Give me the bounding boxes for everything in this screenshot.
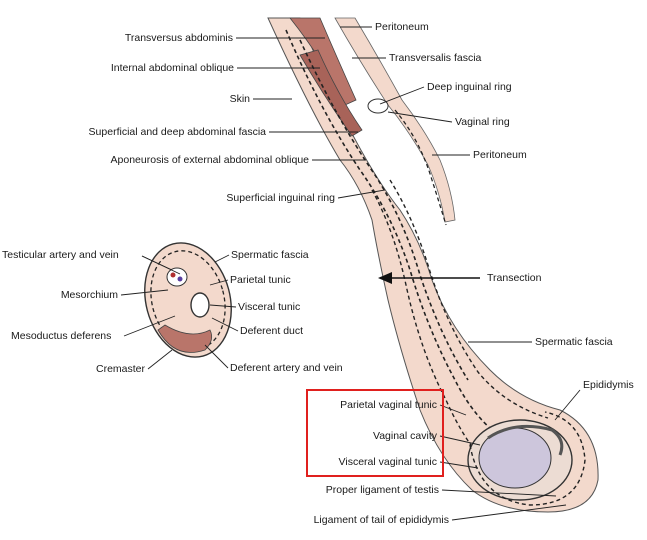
label-transversus-abdominis: Transversus abdominis	[124, 32, 233, 44]
label-proper-ligament-testis: Proper ligament of testis	[325, 484, 439, 496]
label-superficial-deep-fascia: Superficial and deep abdominal fascia	[88, 126, 266, 138]
label-transection: Transection	[487, 272, 542, 284]
cord-line-right	[389, 179, 549, 419]
peritoneum-dash	[394, 109, 447, 226]
parietal-line-outer	[285, 29, 506, 441]
label-aponeurosis-external-oblique: Aponeurosis of external abdominal obliqu…	[110, 154, 309, 166]
label-superficial-inguinal-ring: Superficial inguinal ring	[226, 192, 335, 204]
label-peritoneum-top: Peritoneum	[375, 21, 429, 33]
label-transversalis-fascia: Transversalis fascia	[389, 52, 482, 64]
label-vaginal-ring: Vaginal ring	[455, 116, 510, 128]
label-mesorchium: Mesorchium	[60, 289, 118, 301]
vaginal-ring-shape	[367, 98, 389, 114]
vein-dot	[177, 276, 183, 282]
spermatic-cord-body	[267, 17, 599, 513]
label-visceral-tunic: Visceral tunic	[238, 301, 301, 313]
deferent-duct-shape	[190, 292, 210, 318]
label-parietal-vaginal-tunic: Parietal vaginal tunic	[340, 399, 437, 411]
highlight-box	[306, 389, 444, 477]
label-internal-oblique: Internal abdominal oblique	[110, 62, 234, 74]
label-spermatic-fascia-right: Spermatic fascia	[535, 336, 613, 348]
label-skin: Skin	[229, 93, 250, 105]
label-deferent-artery-vein: Deferent artery and vein	[230, 362, 343, 374]
label-cremaster: Cremaster	[95, 363, 145, 375]
label-vaginal-cavity: Vaginal cavity	[372, 430, 437, 442]
label-testicular-artery-vein: Testicular artery and vein	[2, 249, 119, 261]
leader-lines	[120, 26, 581, 521]
artery-dot	[170, 272, 176, 278]
testis-dash-outer	[469, 411, 586, 506]
label-mesoductus-deferens: Mesoductus deferens	[11, 330, 112, 342]
cremaster-shape	[157, 324, 213, 353]
label-deep-inguinal-ring: Deep inguinal ring	[427, 81, 512, 93]
epididymis-shape	[487, 424, 564, 456]
transection-arrowhead	[378, 272, 392, 284]
label-spermatic-fascia-left: Spermatic fascia	[231, 249, 309, 261]
label-parietal-tunic: Parietal tunic	[230, 274, 291, 286]
label-peritoneum-mid: Peritoneum	[473, 149, 527, 161]
label-ligament-tail-epididymis: Ligament of tail of epididymis	[313, 514, 449, 526]
label-deferent-duct: Deferent duct	[240, 325, 304, 337]
cross-section-dash	[150, 250, 226, 350]
testicular-vessels	[166, 267, 188, 287]
label-visceral-vaginal-tunic: Visceral vaginal tunic	[338, 456, 437, 468]
label-epididymis: Epididymis	[583, 379, 634, 391]
parietal-line-inner	[299, 39, 469, 381]
internal-oblique-layer	[299, 49, 363, 137]
